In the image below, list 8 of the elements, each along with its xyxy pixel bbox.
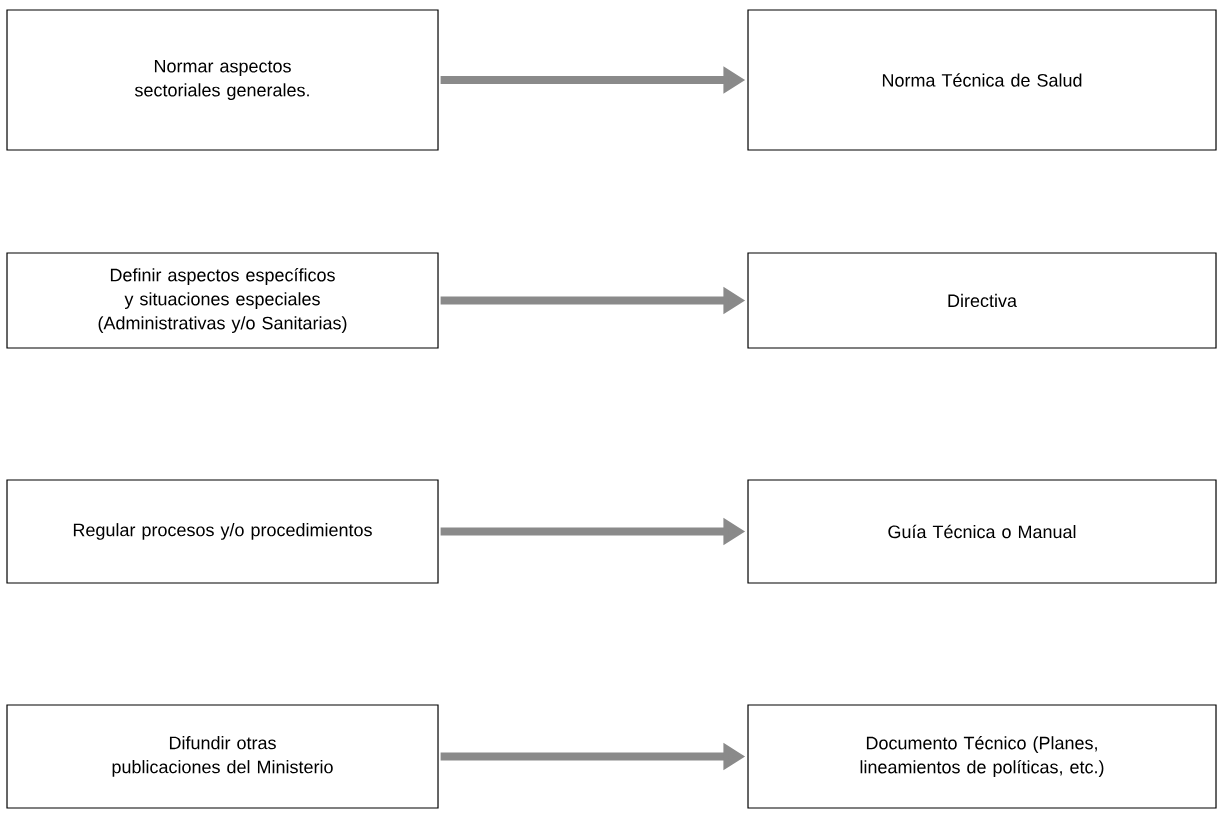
text-box: Guía Técnica o Manual [747, 479, 1217, 584]
text-box: Directiva [747, 252, 1217, 349]
text-box: Difundir otras publicaciones del Ministerio [6, 704, 439, 809]
text-box: Documento Técnico (Planes, lineamientos de políticas, etc.) [747, 704, 1217, 809]
text-box: Norma Técnica de Salud [747, 9, 1217, 151]
text-box: Normar aspectos sectoriales generales. [6, 9, 439, 151]
text-box: Definir aspectos específicos y situaciones especiales (Administrativas y/o Sanitarias) [6, 252, 439, 349]
text-box: Regular procesos y/o procedimientos [6, 479, 439, 584]
